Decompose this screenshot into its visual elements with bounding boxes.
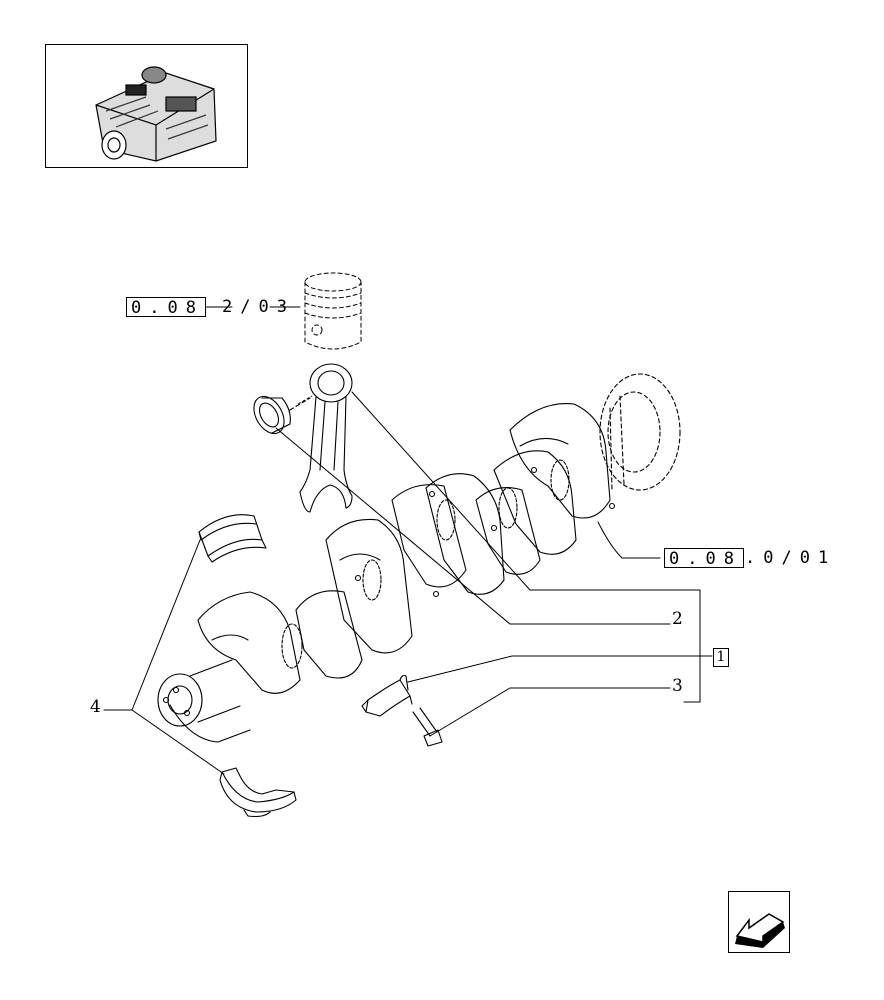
crankshaft-drawing (157, 373, 681, 743)
leader-lines (103, 306, 713, 775)
rod-bolt-drawing (412, 707, 443, 747)
callout-item-2: 2 (672, 609, 683, 629)
previous-page-arrow-icon (735, 913, 785, 948)
engine-thumbnail[interactable] (45, 44, 248, 168)
engine-thumbnail-icon (95, 66, 217, 162)
rod-cap-drawing (361, 674, 413, 717)
upper-bearing-shell-drawing (198, 514, 267, 563)
callout-item-3: 3 (672, 676, 683, 696)
piston-drawing (304, 272, 362, 350)
callout-item-1: 1 (713, 648, 729, 667)
previous-page-button[interactable] (728, 891, 790, 953)
piston-reference-box[interactable]: 0.08 (126, 297, 206, 318)
crankshaft-reference-suffix: .0/01 (745, 548, 837, 568)
small-end-bushing-drawing (253, 395, 311, 435)
connecting-rod-drawing (299, 363, 353, 513)
lower-bearing-shell-drawing (219, 767, 297, 818)
crankshaft-reference-box[interactable]: 0.08 (664, 548, 744, 569)
callout-item-4: 4 (90, 697, 101, 717)
piston-reference-suffix: 2/03 (222, 297, 295, 317)
